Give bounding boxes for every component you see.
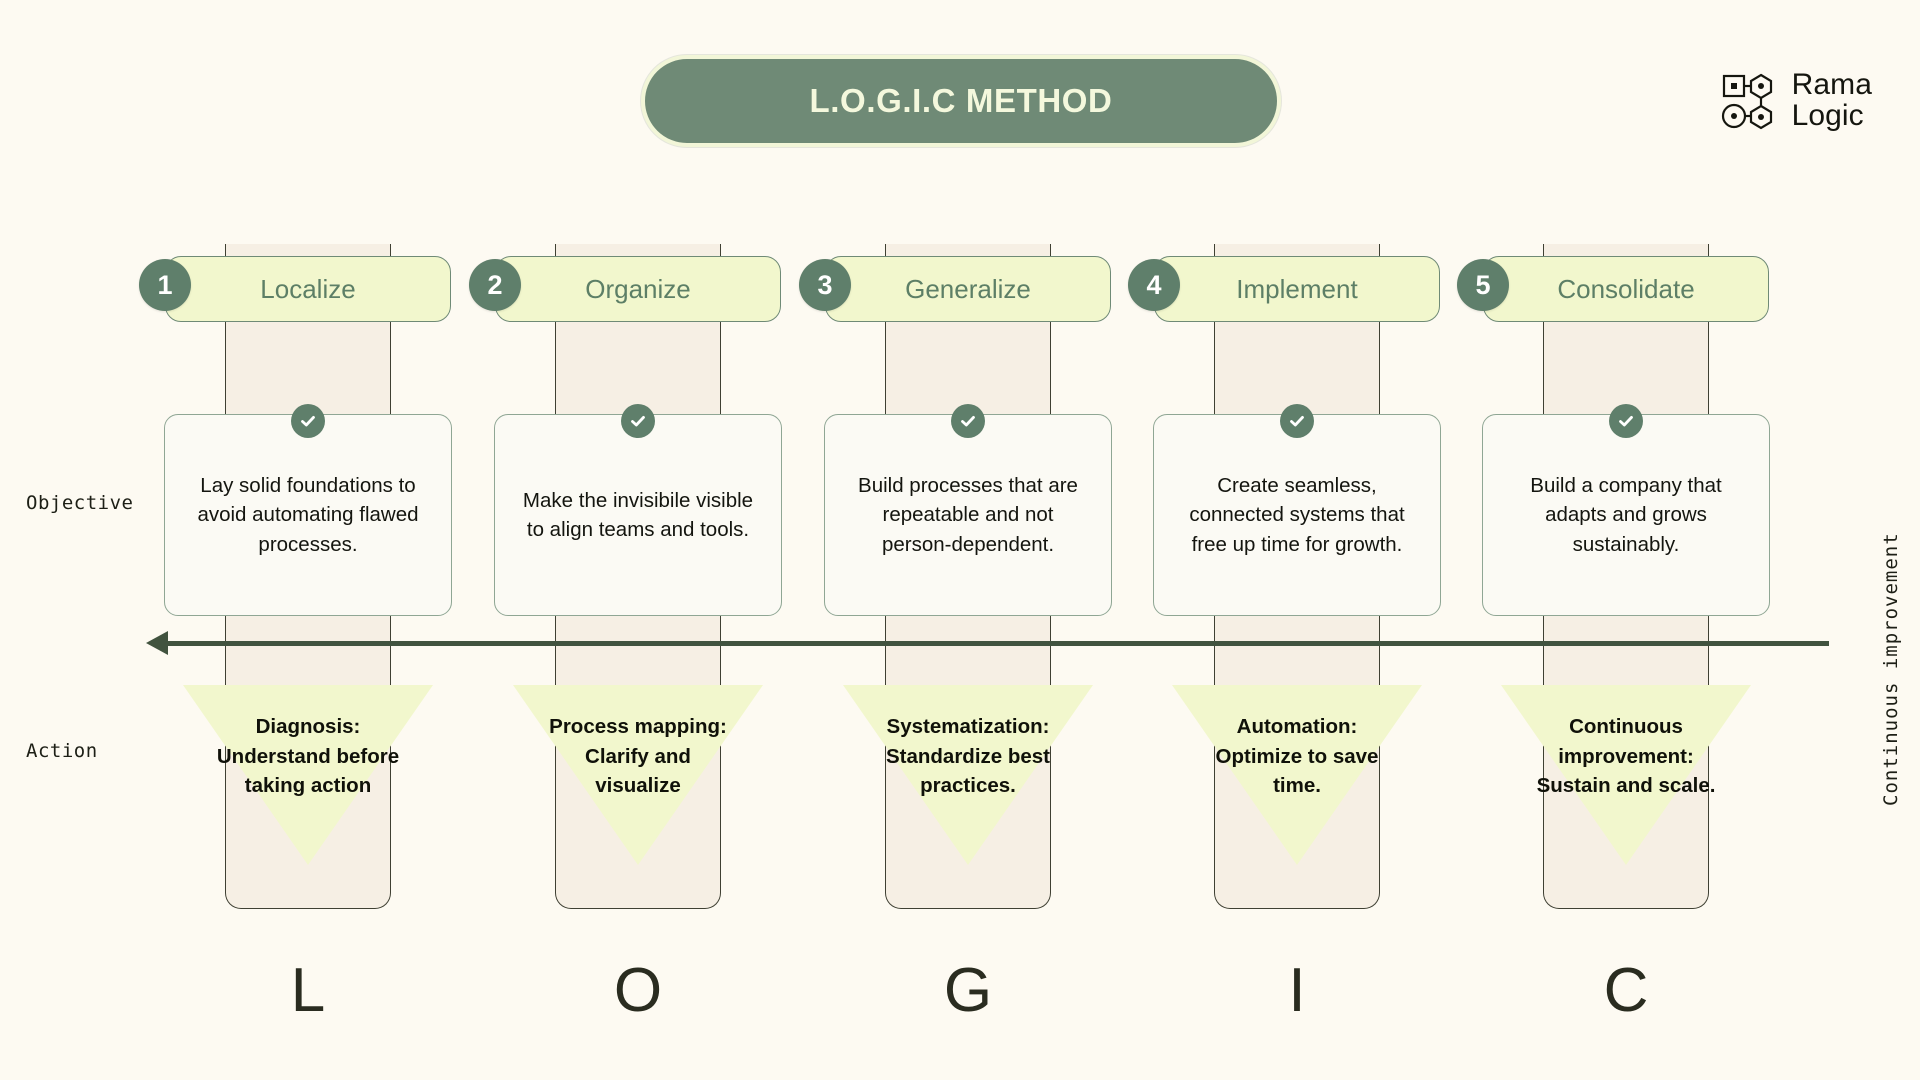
action-text: Systematization: Standardize best practi… (885, 715, 1051, 798)
page-title: L.O.G.I.C METHOD (809, 82, 1113, 119)
objective-card[interactable]: Lay solid foundations to avoid automatin… (164, 414, 452, 616)
step-letter: O (613, 956, 663, 1025)
check-icon (951, 404, 985, 438)
step-header-label: Implement (1236, 273, 1358, 304)
objective-text: Lay solid foundations to avoid automatin… (197, 474, 419, 556)
step-header-localize[interactable]: Localize (165, 256, 451, 322)
objective-card[interactable]: Build a company that adapts and grows su… (1482, 414, 1770, 616)
objective-text: Build a company that adapts and grows su… (1530, 474, 1722, 556)
step-header-label: Localize (260, 273, 356, 304)
objective-text: Build processes that are repeatable and … (858, 474, 1078, 556)
step-header-implement[interactable]: Implement (1154, 256, 1440, 322)
continuous-improvement-arrow (166, 641, 1829, 646)
objective-card[interactable]: Create seamless, connected systems that … (1153, 414, 1441, 616)
step-header-consolidate[interactable]: Consolidate (1483, 256, 1769, 322)
step-header-label: Consolidate (1557, 273, 1695, 304)
step-header-label: Generalize (905, 273, 1031, 304)
step-number-badge: 4 (1128, 259, 1180, 311)
step-number-badge: 2 (469, 259, 521, 311)
step-letter: I (1288, 956, 1306, 1025)
check-icon (1280, 404, 1314, 438)
node-graph-icon (1721, 70, 1781, 132)
step-letter: G (943, 956, 993, 1025)
step-header-label: Organize (585, 273, 691, 304)
objective-text: Make the invisibile visible to align tea… (522, 488, 754, 541)
objective-card[interactable]: Build processes that are repeatable and … (824, 414, 1112, 616)
brand-line-1: Rama (1791, 68, 1872, 102)
continuous-improvement-label: Continuous improvement (1880, 532, 1902, 806)
arrow-head-left-icon (146, 631, 168, 655)
brand-name: Rama Logic (1792, 70, 1872, 131)
step-header-organize[interactable]: Organize (495, 256, 781, 322)
step-number-badge: 3 (799, 259, 851, 311)
brand-line-2: Logic (1791, 99, 1864, 132)
step-number-badge: 5 (1457, 259, 1509, 311)
check-icon (291, 404, 325, 438)
check-icon (1609, 404, 1643, 438)
brand-logo: Rama Logic (1721, 70, 1872, 132)
action-text: Process mapping: Clarify and visualize (549, 715, 727, 798)
check-icon (621, 404, 655, 438)
step-letter: C (1603, 956, 1649, 1025)
row-label-action: Action (26, 740, 98, 762)
action-text: Diagnosis: Understand before taking acti… (216, 715, 400, 798)
diagram-title-pill: L.O.G.I.C METHOD (641, 55, 1281, 147)
action-text: Automation: Optimize to save time. (1215, 715, 1379, 798)
step-header-generalize[interactable]: Generalize (825, 256, 1111, 322)
step-letter: L (290, 956, 326, 1025)
step-number-badge: 1 (139, 259, 191, 311)
objective-text: Create seamless, connected systems that … (1189, 474, 1405, 556)
row-label-objective: Objective (26, 492, 134, 514)
objective-card[interactable]: Make the invisibile visible to align tea… (494, 414, 782, 616)
action-text: Continuous improvement: Sustain and scal… (1536, 715, 1716, 798)
